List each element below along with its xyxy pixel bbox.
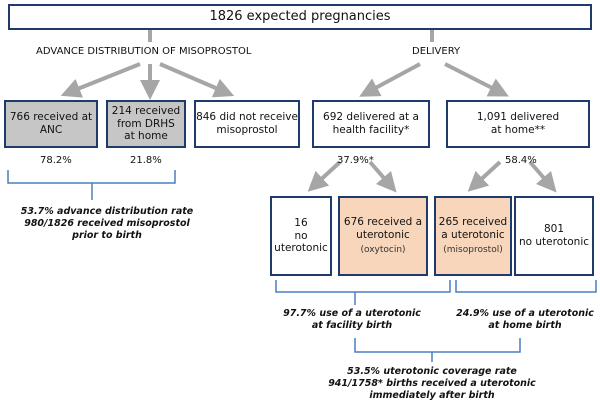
arrow-to-home [444,62,509,97]
bracket-distribution [7,170,176,184]
drhs-percent: 21.8% [130,155,162,166]
home-percent: 58.4% [505,155,537,166]
facility-uterotonic-box: 676 received a uterotonic (oxytocin) [338,196,428,276]
advance-distribution-heading: ADVANCE DISTRIBUTION OF MISOPROSTOL [36,46,252,57]
facility-uterotonic-type: (oxytocin) [360,245,406,256]
no-misoprostol-box: 846 did not receive misoprostol [194,100,300,148]
coverage-summary: 53.5% uterotonic coverage rate 941/1758*… [328,366,536,402]
facility-summary: 97.7% use of a uterotonic at facility bi… [283,308,421,332]
drhs-box: 214 received from DRHS at home [106,100,186,148]
bracket-facility [275,280,451,293]
home-summary: 24.9% use of a uterotonic at home birth [456,308,594,332]
facility-uterotonic-label: 676 received a uterotonic [343,216,423,241]
arrow-home-yes [467,160,502,192]
facility-no-uterotonic-box: 16 no uterotonic [270,196,332,276]
arrow-fac-yes [368,160,397,193]
home-uterotonic-box: 265 received a uterotonic (misoprostol) [434,196,512,276]
home-no-uterotonic-box: 801 no uterotonic [514,196,594,276]
arrow-to-facility [359,62,421,97]
arrow-to-none [159,62,235,98]
total-pregnancies-box: 1826 expected pregnancies [8,4,592,30]
home-uterotonic-type: (misoprostol) [443,245,503,256]
facility-percent: 37.9%* [337,155,374,166]
anc-box: 766 received at ANC [4,100,98,148]
bracket-coverage [354,338,521,353]
bracket-home [455,280,597,293]
arrow-to-anc [60,62,141,98]
arrow-fac-no [307,160,342,192]
home-delivery-box: 1,091 delivered at home** [446,100,590,148]
anc-percent: 78.2% [40,155,72,166]
facility-delivery-box: 692 delivered at a health facility* [312,100,430,148]
arrow-home-no [528,160,557,193]
home-uterotonic-label: 265 received a uterotonic [438,216,508,241]
distribution-summary: 53.7% advance distribution rate 980/1826… [20,206,194,242]
delivery-heading: DELIVERY [412,46,461,57]
